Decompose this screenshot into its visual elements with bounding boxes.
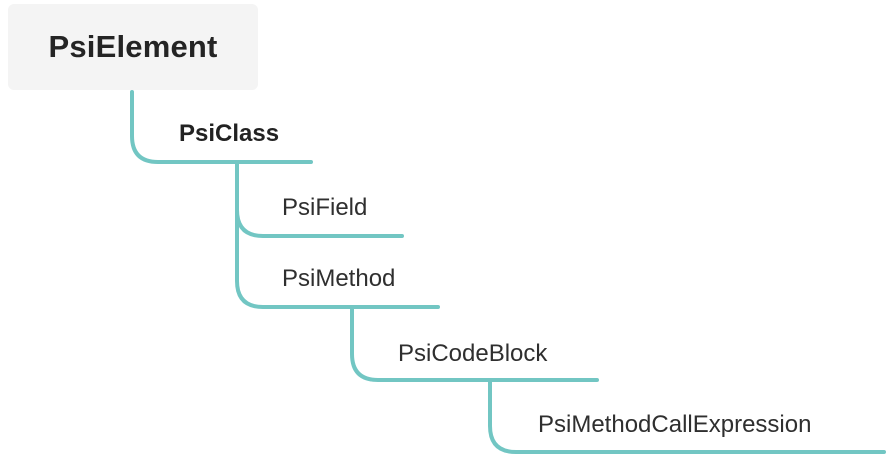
- connector-psielement-psiclass: [130, 90, 313, 164]
- node-psimethodcallexpression[interactable]: PsiMethodCallExpression: [538, 411, 812, 438]
- node-psimethod[interactable]: PsiMethod: [282, 265, 396, 292]
- connector-psicodeblock-psimethodcallexpression: [488, 378, 886, 454]
- node-psicodeblock[interactable]: PsiCodeBlock: [398, 340, 548, 367]
- connector-psiclass-psimethod: [235, 208, 440, 309]
- root-node-label: PsiElement: [48, 29, 218, 64]
- root-node-psielement[interactable]: PsiElement: [8, 4, 258, 90]
- node-psifield[interactable]: PsiField: [282, 194, 368, 221]
- connector-psimethod-psicodeblock: [350, 305, 599, 382]
- node-psiclass[interactable]: PsiClass: [179, 120, 280, 147]
